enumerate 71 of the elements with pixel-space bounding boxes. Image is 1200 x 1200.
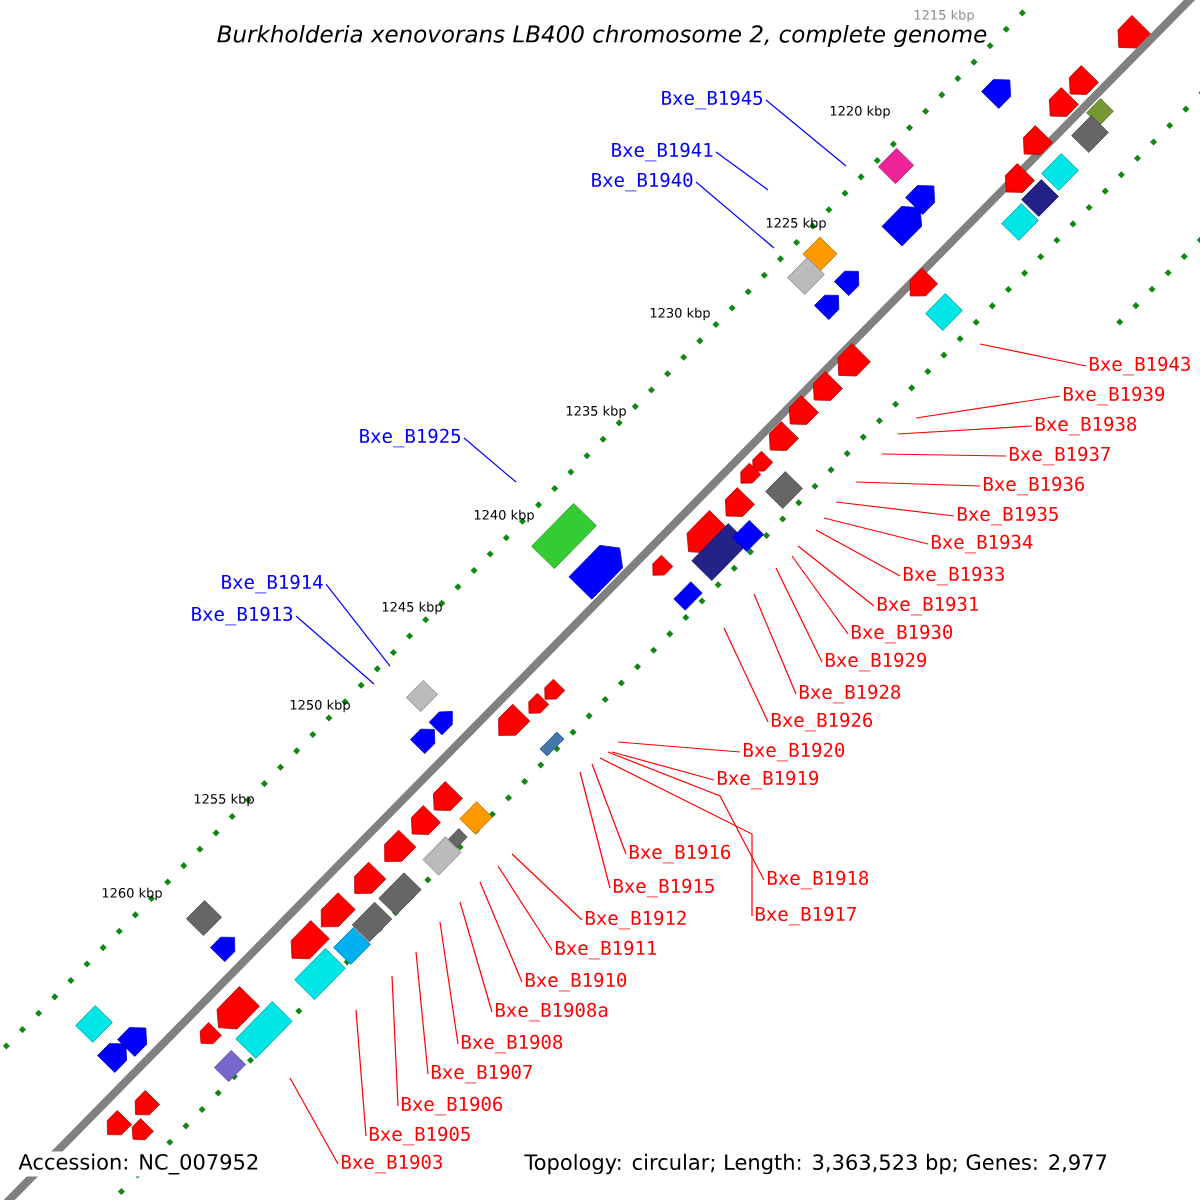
leader-line xyxy=(355,1009,367,1137)
leader-line xyxy=(289,1077,339,1165)
leader-line xyxy=(815,529,901,577)
leader-line xyxy=(855,481,981,487)
leader-line xyxy=(479,881,523,983)
leader-line xyxy=(391,975,399,1107)
gene-label: Bxe_B1903 xyxy=(341,1154,442,1174)
gene-label: Bxe_B1939 xyxy=(1063,386,1165,406)
leader-line xyxy=(753,593,797,695)
gene-label: Bxe_B1925 xyxy=(360,428,461,448)
gene-label: Bxe_B1943 xyxy=(1089,356,1190,376)
gene-label: Bxe_B1937 xyxy=(1009,446,1110,466)
leader-line xyxy=(611,751,715,781)
leader-line xyxy=(775,567,823,663)
leader-line xyxy=(715,151,769,191)
leader-line xyxy=(617,741,741,753)
gene-label: Bxe_B1930 xyxy=(851,624,953,644)
gene-label: Bxe_B1908a xyxy=(495,1002,608,1022)
gene-label: Bxe_B1941 xyxy=(612,142,713,162)
leader-line xyxy=(915,395,1061,419)
gene-label: Bxe_B1915 xyxy=(613,878,714,898)
gene-label: Bxe_B1912 xyxy=(585,910,686,930)
leader-line xyxy=(823,517,929,545)
gene-label: Bxe_B1914 xyxy=(222,574,323,594)
gene-label: Bxe_B1918 xyxy=(767,870,869,890)
gene-label: Bxe_B1919 xyxy=(717,770,819,790)
leader-line xyxy=(439,921,459,1045)
gene-label: Bxe_B1938 xyxy=(1035,416,1137,436)
leader-line xyxy=(415,951,429,1075)
leader-line xyxy=(497,865,553,951)
gene-label: Bxe_B1934 xyxy=(931,534,1033,554)
gene-label: Bxe_B1911 xyxy=(555,940,657,960)
title: Burkholderia xenovorans LB400 chromosome 2, complete genome xyxy=(217,24,987,48)
gene-label: Bxe_B1906 xyxy=(401,1096,503,1116)
gene-label: Bxe_B1916 xyxy=(629,844,731,864)
gene-label: Bxe_B1929 xyxy=(825,652,927,672)
leader-line xyxy=(765,99,847,167)
gene-label: Bxe_B1933 xyxy=(903,566,1004,586)
gene-label: Bxe_B1936 xyxy=(983,476,1085,496)
accession-text: Accession: NC_007952 xyxy=(16,1151,262,1177)
gene-label: Bxe_B1905 xyxy=(369,1126,470,1146)
gene-label: Bxe_B1940 xyxy=(592,172,693,192)
leader-line xyxy=(695,181,775,249)
leader-line xyxy=(295,615,375,685)
leader-line xyxy=(797,545,875,607)
leader-line xyxy=(835,501,955,517)
gene-label: Bxe_B1910 xyxy=(525,972,627,992)
leader-line xyxy=(791,555,849,635)
leader-line xyxy=(897,425,1033,435)
leader-line xyxy=(723,627,769,723)
gene-label: Bxe_B1908 xyxy=(461,1034,563,1054)
leader-line xyxy=(979,343,1087,367)
gene-label: Bxe_B1913 xyxy=(192,606,293,626)
leader-line xyxy=(599,757,753,917)
leader-line xyxy=(459,901,493,1013)
summary-text: Topology: circular; Length: 3,363,523 bp; Genes: 2,977 xyxy=(522,1151,1110,1177)
leader-line xyxy=(607,751,765,881)
gene-label: Bxe_B1935 xyxy=(957,506,1058,526)
gene-label: Bxe_B1920 xyxy=(743,742,845,762)
gene-label: Bxe_B1931 xyxy=(877,596,979,616)
leader-line xyxy=(881,453,1007,457)
gene-label: Bxe_B1945 xyxy=(662,90,763,110)
leader-line xyxy=(579,771,611,889)
gene-label: Bxe_B1928 xyxy=(799,684,901,704)
leader-line xyxy=(463,437,517,483)
leader-line xyxy=(591,763,627,855)
gene-label: Bxe_B1907 xyxy=(431,1064,532,1084)
gene-label: Bxe_B1917 xyxy=(755,906,856,926)
leader-line xyxy=(511,853,583,921)
gene-label: Bxe_B1926 xyxy=(771,712,873,732)
leader-line xyxy=(325,583,391,667)
